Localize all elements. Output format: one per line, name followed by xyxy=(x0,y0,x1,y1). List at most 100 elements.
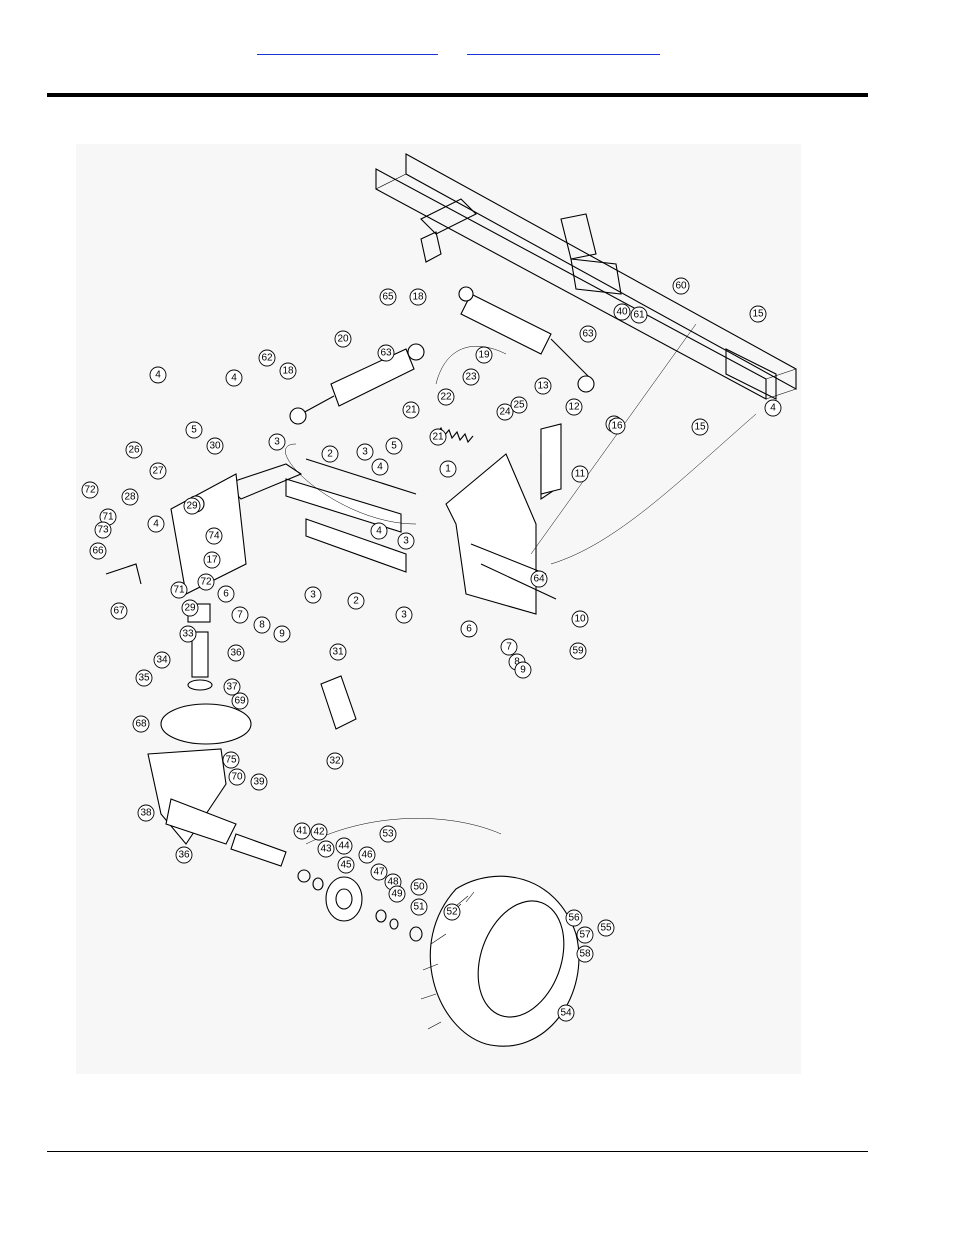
callout-circle xyxy=(179,625,197,643)
callout-28: 28 xyxy=(121,488,139,506)
callout-number: 26 xyxy=(128,445,140,456)
callout-73: 73 xyxy=(94,521,112,539)
callout-24: 24 xyxy=(496,403,514,421)
callout-number: 33 xyxy=(182,629,194,640)
callout-59: 59 xyxy=(569,642,587,660)
callout-circle xyxy=(321,445,339,463)
callout-71: 71 xyxy=(99,508,117,526)
callout-number: 8 xyxy=(259,620,265,631)
callout-number: 4 xyxy=(376,526,382,537)
callout-circle xyxy=(250,773,268,791)
callout-21: 21 xyxy=(429,428,447,446)
callout-number: 28 xyxy=(124,492,136,503)
callout-number: 3 xyxy=(403,536,409,547)
callout-number: 73 xyxy=(97,525,109,536)
callout-number: 3 xyxy=(310,590,316,601)
callout-26: 26 xyxy=(125,441,143,459)
footer-rule xyxy=(47,1151,868,1152)
callout-circle xyxy=(377,344,395,362)
callout-circle xyxy=(557,1004,575,1022)
callout-4: 4 xyxy=(149,366,167,384)
callout-circle xyxy=(147,515,165,533)
callout-8: 8 xyxy=(253,616,271,634)
callout-number: 40 xyxy=(616,307,628,318)
callout-circle xyxy=(496,403,514,421)
callout-22: 22 xyxy=(437,388,455,406)
callout-number: 51 xyxy=(413,902,425,913)
callout-circle xyxy=(135,669,153,687)
callout-2: 2 xyxy=(347,592,365,610)
callout-circle xyxy=(205,527,223,545)
callout-number: 63 xyxy=(582,329,594,340)
callout-circle xyxy=(571,610,589,628)
main-frame-beam xyxy=(375,153,797,400)
callout-number: 55 xyxy=(600,923,612,934)
callout-6: 6 xyxy=(460,620,478,638)
header-link-2[interactable] xyxy=(467,44,660,55)
callout-30: 30 xyxy=(206,437,224,455)
callout-number: 21 xyxy=(405,405,417,416)
callout-number: 3 xyxy=(362,447,368,458)
callout-circle xyxy=(268,433,286,451)
header-link-1[interactable] xyxy=(257,44,438,55)
callout-9: 9 xyxy=(273,625,291,643)
callout-74: 74 xyxy=(205,527,223,545)
callout-51: 51 xyxy=(410,898,428,916)
callout-20: 20 xyxy=(334,330,352,348)
callout-number: 60 xyxy=(675,281,687,292)
callout-63: 63 xyxy=(377,344,395,362)
callout-45: 45 xyxy=(337,856,355,874)
callout-3: 3 xyxy=(304,586,322,604)
callout-number: 71 xyxy=(102,512,114,523)
callout-circle xyxy=(395,606,413,624)
callout-number: 6 xyxy=(466,624,472,635)
callout-number: 21 xyxy=(432,432,444,443)
callout-number: 9 xyxy=(520,665,526,676)
hub-46 xyxy=(297,869,423,942)
callout-circle xyxy=(510,396,528,414)
callout-44: 44 xyxy=(335,837,353,855)
callout-circle xyxy=(358,846,376,864)
callout-42: 42 xyxy=(310,823,328,841)
callout-number: 72 xyxy=(200,577,212,588)
callout-75: 75 xyxy=(222,751,240,769)
callout-7: 7 xyxy=(500,638,518,656)
callout-circle xyxy=(402,401,420,419)
callout-4: 4 xyxy=(764,399,782,417)
callout-circle xyxy=(691,418,709,436)
callout-number: 29 xyxy=(184,603,196,614)
callout-number: 4 xyxy=(153,519,159,530)
callout-circle xyxy=(371,458,389,476)
callout-circle xyxy=(231,606,249,624)
callout-2: 2 xyxy=(321,445,339,463)
callout-number: 29 xyxy=(186,501,198,512)
callout-18: 18 xyxy=(279,362,297,380)
callout-63: 63 xyxy=(579,325,597,343)
callout-number: 49 xyxy=(391,889,403,900)
plate-68 xyxy=(160,703,252,745)
callout-circle xyxy=(764,399,782,417)
callout-number: 19 xyxy=(478,350,490,361)
callout-3: 3 xyxy=(397,532,415,550)
callout-number: 50 xyxy=(413,882,425,893)
callout-70: 70 xyxy=(228,768,246,786)
callout-10: 10 xyxy=(571,610,589,628)
callout-32: 32 xyxy=(326,752,344,770)
spindle-34 xyxy=(187,603,213,691)
wheel-tire-55 xyxy=(420,875,580,1047)
callout-circle xyxy=(222,751,240,769)
callout-7: 7 xyxy=(231,606,249,624)
callout-33: 33 xyxy=(179,625,197,643)
callout-number: 18 xyxy=(412,292,424,303)
callout-circle xyxy=(337,856,355,874)
cylinder-19 xyxy=(458,286,595,393)
callout-circle xyxy=(597,919,615,937)
callout-number: 71 xyxy=(173,585,185,596)
callout-number: 42 xyxy=(313,827,325,838)
callout-circle xyxy=(197,573,215,591)
caster-arm-38 xyxy=(147,748,237,845)
callout-circle xyxy=(335,837,353,855)
callout-4: 4 xyxy=(147,515,165,533)
callout-50: 50 xyxy=(410,878,428,896)
callout-circle xyxy=(225,369,243,387)
